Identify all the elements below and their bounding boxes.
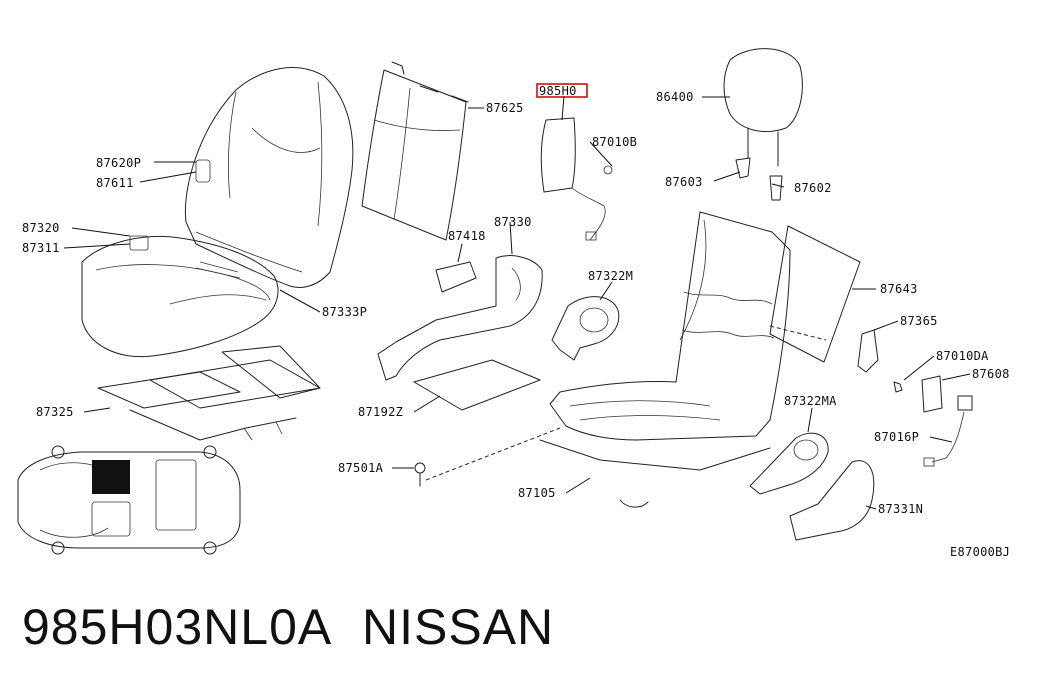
knob-87418 [435,261,477,293]
callout-87365: 87365 [900,314,938,328]
callout-87331n: 87331N [878,502,923,516]
callout-87501a: 87501A [338,461,384,475]
trim-87322m [551,296,620,361]
seat-cushion-cover [81,235,279,358]
callout-87620p: 87620P [96,156,141,170]
heater-pad-985h0 [540,117,606,241]
callout-87192z: 87192Z [358,405,403,419]
callout-985h0: 985H0 [539,84,577,98]
seat-back-pad [361,61,469,241]
side-cover-87330 [377,255,543,381]
callout-87016p: 87016P [874,430,919,444]
spring-mat [97,345,321,441]
callout-87611: 87611 [96,176,134,190]
seat-bottom-board [413,359,541,411]
bolt-87501a [414,462,426,487]
callout-labels: 985H0 86400 87625 87010B 87620P 87611 87… [22,84,1010,559]
lever-cover-87365 [857,329,903,393]
callout-87643: 87643 [880,282,918,296]
callout-87603: 87603 [665,175,703,189]
callout-87325: 87325 [36,405,74,419]
callout-87418: 87418 [448,229,486,243]
back-board [769,225,861,363]
callout-87608: 87608 [972,367,1010,381]
seat-back-cover [184,67,354,288]
highlighted-seat-location [92,460,130,494]
callout-87311: 87311 [22,241,60,255]
callout-87010b: 87010B [592,135,637,149]
diagram-code: E87000BJ [950,545,1010,559]
switch-87608 [921,375,973,467]
highlight-box [536,83,588,98]
callout-87010da: 87010DA [936,349,989,363]
callout-87105: 87105 [518,486,556,500]
callout-87625: 87625 [486,101,524,115]
callout-86400: 86400 [656,90,694,104]
seat-frame [425,211,791,508]
callout-87330: 87330 [494,215,532,229]
caption-brand: NISSAN [362,599,555,655]
callout-87322m: 87322M [588,269,633,283]
callout-87320: 87320 [22,221,60,235]
headrest [723,48,803,167]
trim-87322ma [749,432,829,495]
side-cover-87331n [789,460,875,541]
callout-87333p: 87333P [322,305,367,319]
leader-lines [63,95,971,510]
callout-87602: 87602 [794,181,832,195]
vehicle-locator-inset [17,445,241,555]
callout-87322ma: 87322MA [784,394,837,408]
caption-part-number: 985H03NL0A [22,599,333,655]
